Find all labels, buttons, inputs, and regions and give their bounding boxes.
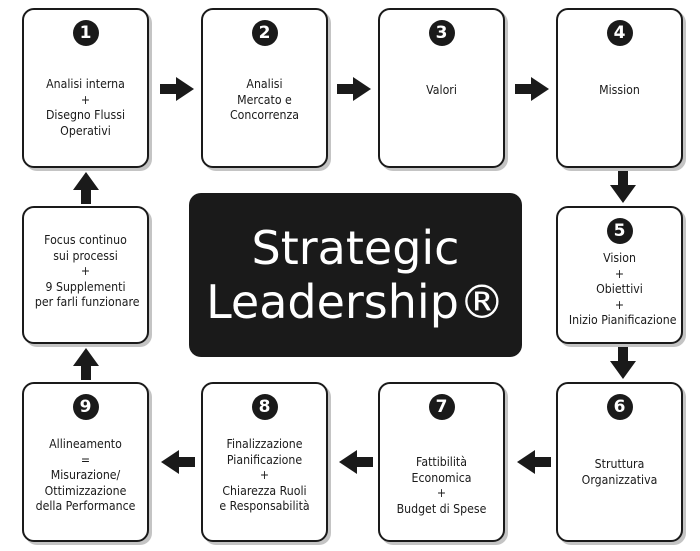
- step-1-box: 1 Analisi interna + Disegno Flussi Opera…: [22, 8, 149, 168]
- step-1-line: +: [80, 91, 91, 107]
- step-1-line: Disegno Flussi: [45, 107, 126, 122]
- arrow-right-icon: [160, 77, 194, 101]
- step-8-line: e Responsabilità: [219, 498, 310, 513]
- step-2-line: Analisi: [246, 76, 283, 91]
- arrow-left-icon: [161, 450, 195, 474]
- center-title-line-2: Leadership®: [206, 275, 505, 329]
- step-4-number: 4: [606, 20, 633, 46]
- step-2-line: Concorrenza: [229, 107, 300, 122]
- step-8-line: +: [259, 467, 270, 482]
- step-8-line: Finalizzazione: [226, 436, 303, 451]
- step-1-line: Analisi interna: [46, 76, 125, 91]
- step-7-box: 7 Fattibilità Economica + Budget di Spes…: [378, 382, 505, 542]
- step-9-text: Allineamento = Misurazione/ Ottimizzazio…: [35, 436, 136, 514]
- step-7-line: Economica: [411, 469, 472, 485]
- step-1-line: Operativi: [60, 122, 111, 138]
- center-title-box: Strategic Leadership®: [189, 193, 522, 357]
- step-8-line: Pianificazione: [226, 451, 303, 467]
- step-5-line: +: [614, 265, 625, 281]
- arrow-down-icon: [610, 347, 636, 379]
- arrow-left-icon: [517, 450, 551, 474]
- step-9-line: della Performance: [35, 498, 136, 513]
- loop-box-text: Focus continuo sui processi + 9 Suppleme…: [34, 232, 140, 310]
- step-5-text: Vision + Obiettivi + Inizio Pianificazio…: [568, 250, 677, 328]
- step-6-text: Struttura Organizzativa: [569, 456, 670, 487]
- step-6-box: 6 Struttura Organizzativa: [556, 382, 683, 542]
- step-7-number: 7: [428, 394, 455, 420]
- arrow-down-icon: [610, 171, 636, 203]
- step-7-line: Fattibilità: [416, 454, 467, 469]
- step-6-line: Organizzativa: [581, 471, 658, 487]
- step-7-line: +: [436, 485, 447, 500]
- step-1-number: 1: [72, 20, 99, 46]
- step-2-text: Analisi Mercato e Concorrenza: [214, 76, 315, 123]
- step-5-line: +: [614, 296, 625, 312]
- step-4-line: Mission: [599, 82, 640, 97]
- step-4-text: Mission: [569, 82, 670, 98]
- step-6-line: Struttura: [594, 456, 645, 471]
- step-1-text: Analisi interna + Disegno Flussi Operati…: [35, 76, 136, 138]
- step-8-line: Chiarezza Ruoli: [222, 482, 307, 498]
- loop-box-line: +: [80, 263, 91, 278]
- step-3-line: Valori: [426, 82, 457, 97]
- step-2-number: 2: [251, 20, 278, 46]
- loop-box-line: per farli funzionare: [34, 294, 140, 309]
- step-2-box: 2 Analisi Mercato e Concorrenza: [201, 8, 328, 168]
- step-9-line: Ottimizzazione: [44, 482, 127, 498]
- step-4-box: 4 Mission: [556, 8, 683, 168]
- arrow-left-icon: [339, 450, 373, 474]
- step-5-line: Inizio Pianificazione: [568, 312, 677, 327]
- step-7-text: Fattibilità Economica + Budget di Spese: [391, 454, 492, 516]
- loop-box-line: Focus continuo: [44, 232, 127, 247]
- arrow-up-icon: [73, 348, 99, 380]
- step-8-text: Finalizzazione Pianificazione + Chiarezz…: [214, 436, 315, 514]
- step-3-number: 3: [428, 20, 455, 46]
- arrow-right-icon: [337, 77, 371, 101]
- step-5-box: 5 Vision + Obiettivi + Inizio Pianificaz…: [556, 206, 683, 344]
- loop-box-line: sui processi: [53, 247, 118, 263]
- center-title-line-1: Strategic: [251, 221, 460, 275]
- step-3-box: 3 Valori: [378, 8, 505, 168]
- step-5-number: 5: [606, 218, 633, 244]
- step-7-line: Budget di Spese: [396, 500, 487, 516]
- step-8-number: 8: [251, 394, 278, 420]
- step-9-line: Allineamento: [49, 436, 122, 451]
- step-6-number: 6: [606, 394, 633, 420]
- step-9-line: Misurazione/: [50, 467, 121, 482]
- step-3-text: Valori: [391, 82, 492, 98]
- step-9-line: =: [80, 451, 91, 467]
- step-8-box: 8 Finalizzazione Pianificazione + Chiare…: [201, 382, 328, 542]
- loop-box-line: 9 Supplementi: [45, 278, 126, 294]
- step-9-number: 9: [72, 394, 99, 420]
- arrow-up-icon: [73, 172, 99, 204]
- step-5-line: Obiettivi: [596, 281, 643, 296]
- arrow-right-icon: [515, 77, 549, 101]
- step-9-box: 9 Allineamento = Misurazione/ Ottimizzaz…: [22, 382, 149, 542]
- step-2-line: Mercato e: [237, 91, 292, 107]
- loop-box: Focus continuo sui processi + 9 Suppleme…: [22, 206, 149, 344]
- step-5-line: Vision: [603, 250, 636, 265]
